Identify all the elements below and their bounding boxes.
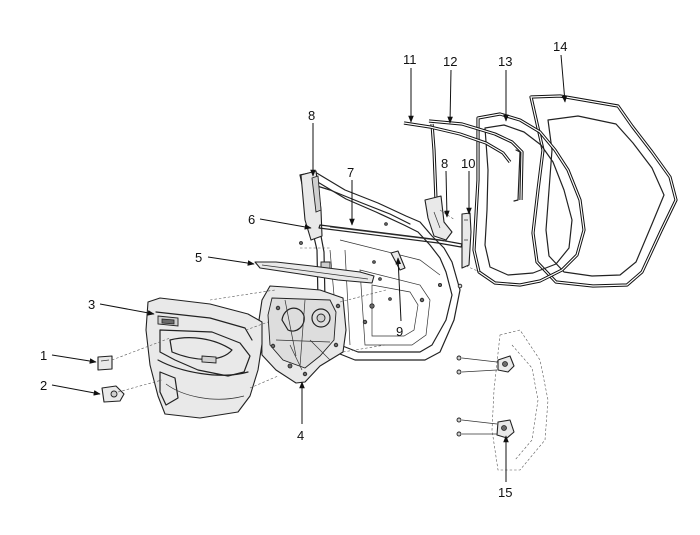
callout-10: 10 (461, 156, 475, 171)
inside-door-handle (101, 385, 125, 403)
door-trim-panel (145, 297, 263, 419)
door-hinges (456, 329, 549, 471)
callout-6: 6 (248, 212, 255, 227)
rear-lower-sash (461, 212, 472, 269)
callout-12: 12 (443, 54, 457, 69)
door-belt-molding-outside (403, 121, 512, 163)
callout-13: 13 (498, 54, 512, 69)
callout-8-rear: 8 (441, 156, 448, 171)
callout-14: 14 (553, 39, 567, 54)
door-module-panel (254, 285, 347, 384)
callout-1: 1 (40, 348, 47, 363)
door-belt-inside-weatherstrip (318, 224, 463, 248)
callout-15: 15 (498, 485, 512, 500)
callout-11: 11 (403, 52, 417, 67)
callout-2: 2 (40, 378, 47, 393)
power-window-switch (97, 355, 113, 371)
delta-cover-rear (424, 195, 453, 241)
glass-run-channel (428, 119, 524, 226)
body-side-weatherstrip (472, 112, 586, 287)
callout-7: 7 (347, 165, 354, 180)
door-trim-belt-garnish (254, 261, 375, 284)
callout-labels: 1 2 3 4 5 6 7 8 8 9 10 11 12 13 14 15 (40, 39, 567, 500)
delta-cover-front (299, 170, 323, 245)
callout-4: 4 (297, 428, 304, 443)
leader-arrows (51, 54, 568, 482)
callout-8-front: 8 (308, 108, 315, 123)
door-weatherstrip-outer (529, 94, 678, 288)
assembly-guide-lines (111, 209, 481, 393)
callout-5: 5 (195, 250, 202, 265)
callout-3: 3 (88, 297, 95, 312)
callout-9: 9 (396, 324, 403, 339)
